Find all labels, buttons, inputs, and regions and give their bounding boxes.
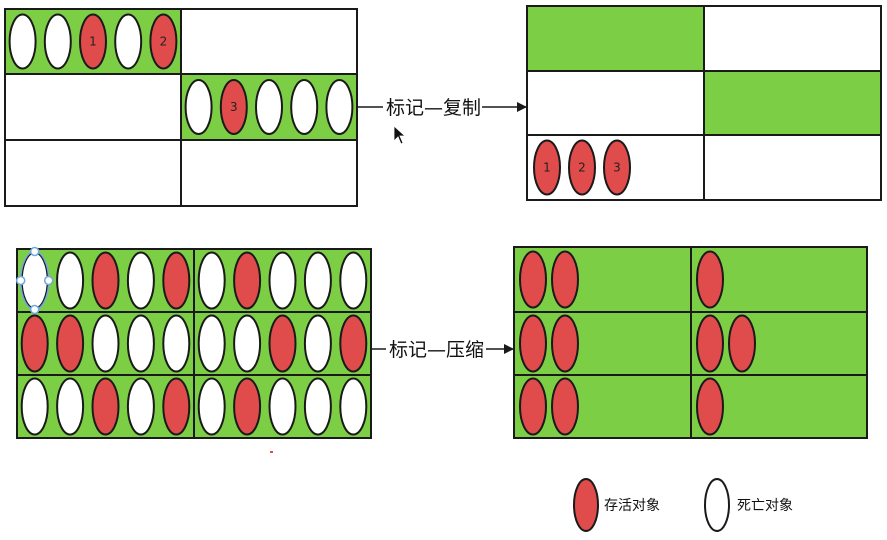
object-number: 3: [613, 161, 621, 175]
memory-cell-used: [526, 5, 705, 72]
live-object: [696, 314, 724, 373]
compact-before-panel: [15, 246, 372, 439]
live-object: [533, 139, 561, 196]
compact-after-panel: [513, 246, 868, 439]
dead-object: [162, 314, 191, 373]
dead-object: [20, 377, 49, 436]
copy-before-panel: 1 2 3: [4, 8, 358, 207]
live-object: [219, 79, 248, 135]
dead-object: [126, 251, 155, 310]
live-object: [268, 314, 297, 373]
live-object: [551, 314, 579, 373]
dead-object: [197, 377, 226, 436]
object-number: 1: [543, 161, 551, 175]
selection-handles: [15, 246, 54, 315]
copy-after-panel: 1 2 3: [526, 5, 882, 201]
live-object: [551, 377, 579, 436]
live-object: [339, 314, 368, 373]
copy-arrow: 标记—复制: [358, 97, 527, 119]
live-object: [91, 377, 120, 436]
dead-object: [43, 13, 72, 70]
dead-object: [184, 79, 213, 135]
live-object: [696, 377, 724, 436]
live-object: [519, 314, 547, 373]
dead-object: [268, 377, 297, 436]
dead-object: [339, 377, 368, 436]
memory-cell-empty: [4, 73, 182, 141]
legend-dead-label: 死亡对象: [737, 498, 793, 514]
dead-object: [339, 251, 368, 310]
object-number: 2: [578, 161, 586, 175]
compact-label: 标记—压缩: [389, 339, 484, 361]
dead-object: [290, 79, 319, 135]
copy-label: 标记—复制: [386, 97, 481, 119]
memory-cell-empty: [180, 139, 358, 207]
live-object: [519, 250, 547, 309]
live-object: [91, 251, 120, 310]
memory-cell-used: [703, 70, 882, 136]
live-object: [20, 314, 49, 373]
dead-object: [197, 314, 226, 373]
dead-object: [233, 314, 262, 373]
dead-object: [268, 251, 297, 310]
dead-object: [197, 251, 226, 310]
live-object: [568, 139, 596, 196]
live-object: [603, 139, 631, 196]
live-object: [551, 250, 579, 309]
selection-handle: [15, 275, 26, 286]
dead-object: [91, 314, 120, 373]
memory-cell-used: [690, 374, 868, 439]
compact-arrow: 标记—压缩: [371, 339, 514, 361]
dead-object: [126, 377, 155, 436]
live-object: [696, 250, 724, 309]
live-object: [519, 377, 547, 436]
live-object: [162, 251, 191, 310]
memory-cell-empty: [180, 8, 358, 75]
memory-cell-empty: [703, 5, 882, 72]
dead-object: [303, 377, 332, 436]
legend-dead-swatch: [704, 478, 730, 532]
memory-cell-empty: [526, 70, 705, 136]
live-object: [56, 314, 85, 373]
dead-object: [8, 13, 37, 70]
live-object: [233, 251, 262, 310]
live-object: [162, 377, 191, 436]
memory-cell-empty: [4, 139, 182, 207]
selection-handle: [43, 275, 54, 286]
object-number: 3: [230, 100, 238, 114]
selection-handle: [29, 304, 40, 315]
dead-object: [303, 314, 332, 373]
dead-object: [303, 251, 332, 310]
legend: 存活对象 死亡对象: [573, 478, 793, 532]
dead-object: [255, 79, 283, 135]
selection-handle: [29, 246, 40, 257]
mouse-cursor-icon: [393, 125, 407, 145]
dead-object: [126, 314, 155, 373]
live-object: [728, 314, 756, 373]
live-object: [79, 13, 107, 70]
dead-object: [114, 13, 143, 70]
dead-object: [325, 79, 354, 135]
dead-object: [56, 377, 85, 436]
legend-alive-swatch: [573, 478, 599, 532]
memory-cell-empty: [703, 134, 882, 201]
object-number: 1: [89, 35, 97, 49]
stray-mark: [270, 451, 273, 453]
live-object: [149, 13, 178, 70]
dead-object: [56, 251, 85, 310]
live-object: [233, 377, 262, 436]
object-number: 2: [160, 35, 168, 49]
legend-alive-label: 存活对象: [604, 498, 660, 514]
dead-object: [20, 251, 49, 310]
